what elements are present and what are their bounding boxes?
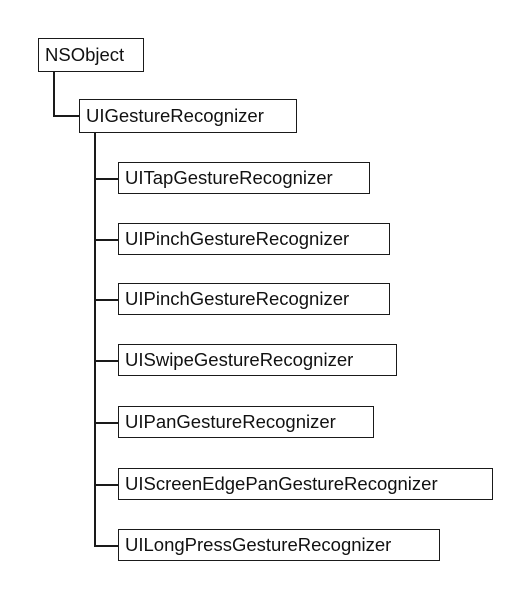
node-uiscreenedgepangesturerecognizer: UIScreenEdgePanGestureRecognizer — [118, 468, 493, 500]
node-label: UIPinchGestureRecognizer — [125, 228, 350, 249]
connector-child-5 — [94, 422, 118, 424]
node-uipangesturerecognizer: UIPanGestureRecognizer — [118, 406, 374, 438]
connector-child-4 — [94, 360, 118, 362]
node-uitapgesturerecognizer: UITapGestureRecognizer — [118, 162, 370, 194]
connector-child-7 — [94, 545, 118, 547]
node-nsobject: NSObject — [38, 38, 144, 72]
node-label: UIScreenEdgePanGestureRecognizer — [125, 473, 438, 494]
node-uiswipegesturerecognizer: UISwipeGestureRecognizer — [118, 344, 397, 376]
node-label: UISwipeGestureRecognizer — [125, 349, 354, 370]
node-uipinchgesturerecognizer: UIPinchGestureRecognizer — [118, 283, 390, 315]
connector-trunk-vertical — [94, 132, 96, 546]
node-label: NSObject — [45, 44, 125, 65]
connector-root-vertical — [53, 72, 55, 116]
node-uilongpressgesturerecognizer: UILongPressGestureRecognizer — [118, 529, 440, 561]
connector-child-3 — [94, 299, 118, 301]
node-label: UITapGestureRecognizer — [125, 167, 333, 188]
connector-child-1 — [94, 178, 118, 180]
connector-child-2 — [94, 239, 118, 241]
node-uigesturerecognizer: UIGestureRecognizer — [79, 99, 297, 133]
node-label: UILongPressGestureRecognizer — [125, 534, 392, 555]
connector-child-6 — [94, 484, 118, 486]
node-uipinchgesturerecognizer: UIPinchGestureRecognizer — [118, 223, 390, 255]
node-label: UIPanGestureRecognizer — [125, 411, 336, 432]
node-label: UIGestureRecognizer — [86, 105, 264, 126]
node-label: UIPinchGestureRecognizer — [125, 288, 350, 309]
connector-root-horizontal — [53, 115, 79, 117]
